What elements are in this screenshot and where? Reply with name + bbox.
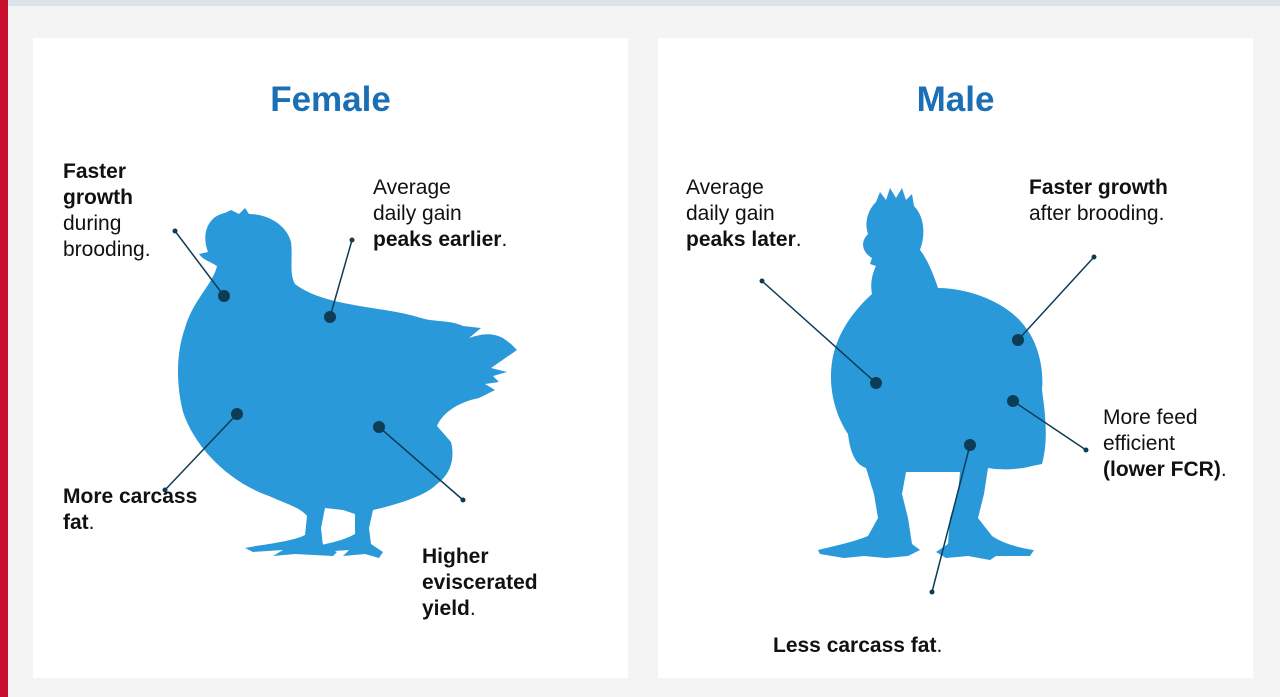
male-carcass-fat-label: Less carcass fat.: [773, 633, 1033, 659]
female-yield-label: Higher eviscerated yield.: [422, 544, 582, 622]
female-adg-dot: [324, 311, 336, 323]
male-fat-dot: [964, 439, 976, 451]
male-rooster-diagram: [658, 38, 1253, 678]
left-accent-bar: [0, 0, 8, 697]
female-fat-dot: [231, 408, 243, 420]
male-adg-dot: [870, 377, 882, 389]
female-faster-growth-label: Faster growth during brooding.: [63, 159, 163, 263]
male-feed-efficient-label: More feed efficient (lower FCR).: [1103, 405, 1228, 483]
male-growth-dot: [1012, 334, 1024, 346]
female-carcass-fat-label: More carcass fat.: [63, 484, 233, 536]
female-yield-dot: [373, 421, 385, 433]
top-strip: [0, 0, 1280, 6]
female-card: Female Faster growth during brooding. Av…: [33, 38, 628, 678]
female-growth-dot: [218, 290, 230, 302]
male-feed-dot: [1007, 395, 1019, 407]
